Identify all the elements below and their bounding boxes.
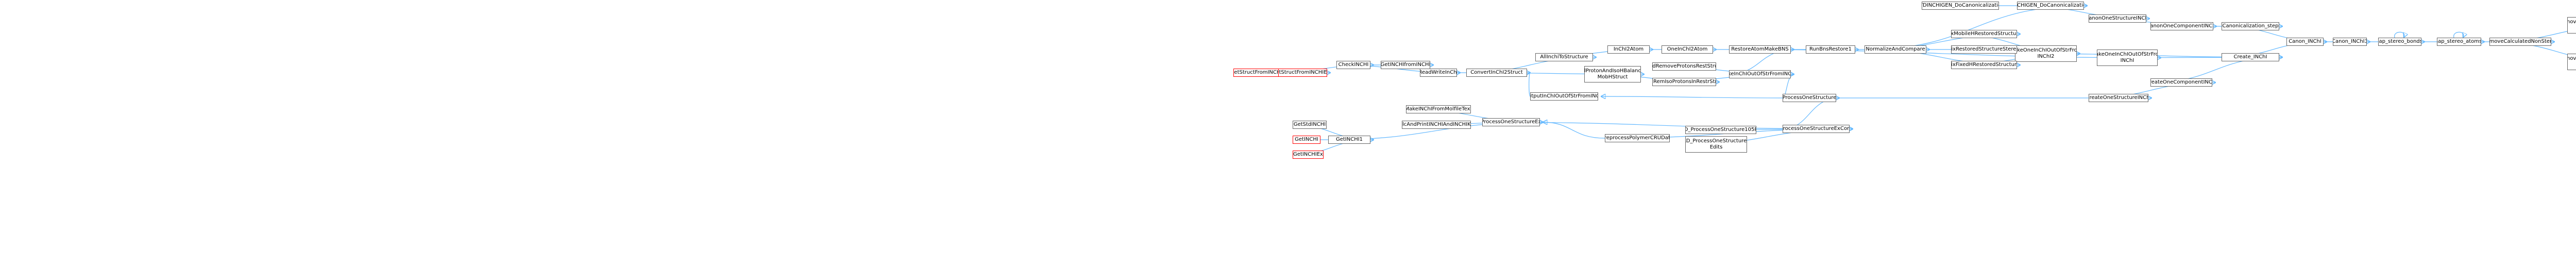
graph-node[interactable]: OutputInChIOutOfStrFromINChI [1530,92,1598,101]
graph-node[interactable]: STDINCHIGEN_DoCanonicalization [1922,2,1999,10]
graph-node[interactable]: AddRemIsoProtonsInRestrStruct [1652,78,1716,86]
graph-node[interactable]: AllInchiToStructure [1535,53,1593,61]
call-edge [1601,96,1783,98]
graph-node[interactable]: FixFixedHRestoredStructure [1951,61,2017,69]
graph-node[interactable]: GetINCHI1 [1328,136,1370,144]
graph-node[interactable]: CanonOneComponentINChI [2150,22,2213,30]
graph-node[interactable]: GetINCHI [1293,136,1320,144]
graph-node[interactable]: Canon_INChI3 [2333,38,2367,46]
call-edge [1864,6,2087,50]
graph-node[interactable]: RemoveCalculatedNonStereo [2489,38,2551,46]
graph-node[interactable]: ProcessOneStructureEx [1482,118,1540,126]
graph-node[interactable]: ProcessOneStructure [1783,94,1836,102]
graph-node[interactable]: CreateOneComponentINChI [2150,78,2212,87]
graph-node[interactable]: CanonOneStructureINChI [2089,14,2146,23]
graph-node[interactable]: INCHIGEN_DoCanonicalization [2017,2,2084,10]
graph-node[interactable]: OneInChI2Atom [1662,45,1713,54]
graph-node[interactable]: MakeOneInChIOutOfStrFrom INChI [2097,50,2158,66]
graph-node[interactable]: GetINCHIEx [1293,151,1324,159]
graph-node[interactable]: FixMobileHRestoredStructure [1951,30,2017,38]
graph-node[interactable]: Canon_INChI [2286,38,2324,46]
graph-node[interactable]: MakeInChIOutOfStrFromINChI2 [1729,70,1791,78]
graph-node[interactable]: Canonicalization_step [2222,22,2279,30]
graph-node[interactable]: NormalizeAndCompare [1865,45,1926,54]
graph-node[interactable]: RestoreAtomMakeBNS [1729,45,1791,54]
call-edge [1543,122,1605,139]
graph-node[interactable]: CreateOneStructureINChI [2089,94,2148,102]
graph-node[interactable]: MakeOneInChIOutOfStrFrom INChI2 [2015,45,2077,62]
call-edge [2394,31,2404,38]
graph-node[interactable]: GetStructFromINCHI [1233,69,1279,77]
graph-node[interactable]: ReadWriteInChI [1420,69,1457,77]
graph-node[interactable]: GetINCHIfromINCHI [1381,61,1430,69]
graph-node[interactable]: FixRestoredStructureStereo [1951,45,2017,54]
graph-node[interactable]: map_stereo_bonds4 [2378,38,2421,46]
graph-node[interactable]: GetStructFromINCHIEx [1275,69,1327,77]
graph-node[interactable]: OAD_ProcessOneStructureNo Edits [1685,136,1747,153]
graph-node[interactable]: ConvertInChI2Struct [1466,69,1527,77]
graph-node[interactable]: AddRemoveProtonsRestStruct [1652,62,1716,71]
graph-node[interactable]: GetStdINCHI [1293,121,1327,129]
graph-node[interactable]: CalcAndPrintINCHIAndINCHIKEY [1402,121,1471,129]
graph-node[interactable]: AddProtonAndIsoHBalanceTo MobHStruct [1584,66,1641,82]
graph-node[interactable]: ProcessOneStructureExCore [1783,125,1850,133]
call-edge [1728,49,2161,58]
graph-node[interactable]: map_stereo_atoms4 [2437,38,2481,46]
graph-node[interactable]: PreprocessPolymerCRUData [1605,134,1670,142]
graph-node[interactable]: RunBnsRestore1 [1806,45,1855,54]
graph-node[interactable]: InChI2Atom [1607,45,1650,54]
call-edge [1782,98,1839,129]
graph-node[interactable]: RemoveCalculatedNonStereo CenterParities [2567,54,2576,70]
call-edge [2453,31,2464,38]
graph-node[interactable]: MakeINChIFromMolfileText [1406,105,1471,113]
graph-node[interactable]: Create_INChI [2222,53,2279,61]
call-edge [1529,73,1530,97]
graph-node[interactable]: CheckINCHI [1336,61,1370,69]
graph-node[interactable]: OAD_ProcessOneStructure105Plus [1685,126,1756,134]
graph-node[interactable]: RemoveCalculatedNonStereo BondParities [2567,17,2576,34]
